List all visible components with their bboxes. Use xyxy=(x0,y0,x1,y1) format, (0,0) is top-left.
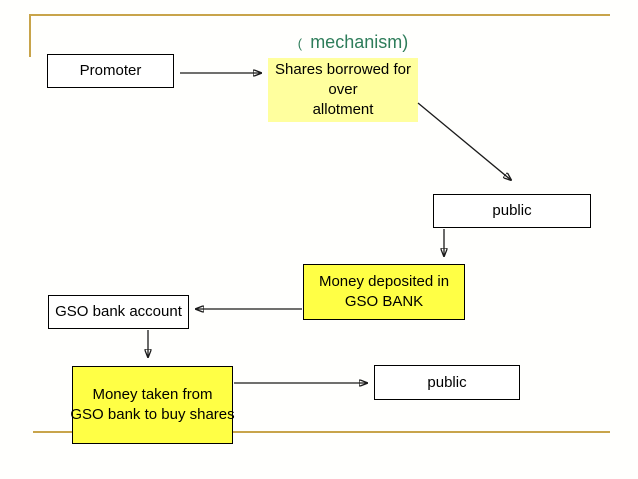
public-bottom-box: public xyxy=(374,365,520,400)
money-deposited-line2: GSO BANK xyxy=(344,293,424,310)
gso-bank-account-box: GSO bank account xyxy=(48,295,189,329)
shares-borrowed-line3: allotment xyxy=(312,101,374,118)
gold-bottom-line xyxy=(33,431,610,433)
public-top-box: public xyxy=(433,194,591,228)
money-deposited-box: Money deposited in GSO BANK xyxy=(303,264,465,320)
gold-corner-bracket xyxy=(29,14,610,57)
public-bottom-label: public xyxy=(427,373,467,391)
slide-title: ( mechanism) xyxy=(228,32,478,53)
gso-bank-account-label: GSO bank account xyxy=(55,303,182,320)
shares-borrowed-line1: Shares borrowed for xyxy=(275,61,411,78)
money-taken-line2: GSO bank to buy shares xyxy=(70,406,235,423)
money-taken-box: Money taken from GSO bank to buy shares xyxy=(70,366,235,444)
slide-title-text: mechanism) xyxy=(310,32,409,52)
arrow-shares-to-public-icon xyxy=(417,102,511,180)
shares-borrowed-box: Shares borrowed for over allotment xyxy=(268,58,418,122)
slide-title-paren: ( xyxy=(297,36,303,51)
public-top-label: public xyxy=(492,202,532,219)
promoter-box: Promoter xyxy=(47,54,174,88)
promoter-label: Promoter xyxy=(79,62,142,79)
money-deposited-line1: Money deposited in xyxy=(318,273,450,290)
money-taken-line1: Money taken from xyxy=(92,386,213,403)
shares-borrowed-line2: over xyxy=(328,81,358,98)
